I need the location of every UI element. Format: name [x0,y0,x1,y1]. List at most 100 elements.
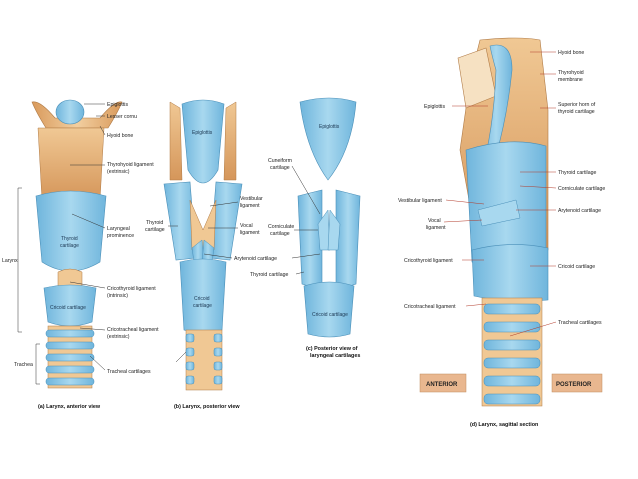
label-epiglottis-d: Epiglottis [424,104,445,110]
caption-b: (b) Larynx, posterior view [174,404,240,410]
thyroid-cartilage-in-label-1: Thyroid [61,236,78,242]
cricoid-cartilage-in-label: Cricoid cartilage [50,305,86,311]
label-thyrohyoid-note: (extrinsic) [107,169,130,175]
label-tracheal-cartilages-ab: Tracheal cartilages [107,369,151,375]
label-hyoid-bone-d: Hyoid bone [558,50,584,56]
panel-a-anterior-view: Thyroid cartilage Cricoid cartilage Epig… [2,99,159,410]
label-cricothyroid-ligament: Cricothyroid ligament [107,286,156,292]
posterior-box [551,373,603,393]
tracheal-ring-d [483,375,541,387]
arytenoid-right-c [327,209,341,251]
label-thyroid-cartilage-b-1: Thyroid [146,220,163,226]
tracheal-ring-b [185,361,195,371]
trachea-bracket [35,343,40,385]
label-vocal-ligament-d-1: Vocal [428,218,441,224]
label-lesser-cornu: Lesser cornu [107,114,137,120]
cricoid-cartilage-a [43,284,97,327]
hyoid-bone-a [31,101,123,129]
caption-a: (a) Larynx, anterior view [38,404,101,410]
caption-c-2: laryngeal cartilages [310,353,360,359]
label-cricotracheal-note: (extrinsic) [107,334,130,340]
cricoid-in-label-b-1: Cricoid [194,296,210,302]
tracheal-ring-a [45,377,95,386]
label-hyoid-bone-a: Hyoid bone [107,133,133,139]
tracheal-ring-b [185,333,195,343]
label-trachea: Trachea [14,362,33,368]
tracheal-ring-d [483,393,541,405]
label-thyroid-cartilage-b-2: cartilage [145,227,165,233]
label-cricoid-cartilage-d: Cricoid cartilage [558,264,595,270]
label-thyroid-cartilage-d: Thyroid cartilage [558,170,596,176]
epiglottis-in-label-c: Epiglottis [319,124,340,130]
tracheal-ring-d [483,339,541,351]
label-posterior: POSTERIOR [556,382,592,388]
tracheal-ring-a [45,353,95,362]
tracheal-ring-d [483,303,541,315]
label-anterior: ANTERIOR [426,382,458,388]
label-epiglottis-a: Epiglottis [107,102,128,108]
thyrohyoid-ligament-a [37,127,105,201]
label-cuneiform-2: cartilage [270,165,290,171]
trachea-d [481,297,543,407]
tracheal-ring-b [213,361,223,371]
label-arytenoid-d: Arytenoid cartilage [558,208,601,214]
tracheal-ring-a [45,365,95,374]
ligaments-b [189,199,217,251]
label-thyrohyoid-ligament: Thyrohyoid ligament [107,162,154,168]
thyroid-cartilage-a [35,190,107,272]
tracheal-ring-b [213,347,223,357]
cricoid-in-label-b-2: cartilage [193,303,212,309]
tracheal-ring-b [185,375,195,385]
tracheal-ring-d [483,321,541,333]
label-superior-horn-2: thyroid cartilage [558,109,595,115]
superior-horn-right-b [223,101,237,181]
label-corniculate-c-1: Corniculate [268,224,294,230]
label-larynx: Larynx [2,258,18,264]
tracheal-ring-b [213,333,223,343]
tracheal-ring-a [45,341,95,350]
label-corniculate-c-2: cartilage [270,231,290,237]
panel-d-sagittal-section: Hyoid bone Thyrohyoid membrane Superior … [398,37,605,428]
panel-c-laryngeal-cartilages: Epiglottis Cricoid cartilage Cuneiform c… [250,97,361,359]
label-cricotracheal-ligament-d: Cricotracheal ligament [404,304,456,310]
larynx-bracket [17,187,22,333]
epiglottis-c [299,97,357,181]
label-superior-horn-1: Superior horn of [558,102,596,108]
label-cricothyroid-note: (intrinsic) [107,293,128,299]
label-corniculate-d: Corniculate cartilage [558,186,605,192]
vocal-ligament-d [477,199,521,227]
tracheal-ring-d [483,357,541,369]
label-thyrohyoid-1: Thyrohyoid [558,70,584,76]
panel-b-posterior-view: Epiglottis Cricoid cartilage Vestibular … [145,99,277,410]
label-tracheal-cartilages-d: Tracheal cartilages [558,320,602,326]
label-laryngeal-prominence-2: prominence [107,233,134,239]
label-vocal-ligament-b-2: ligament [240,230,260,236]
label-cricotracheal-ligament: Cricotracheal ligament [107,327,159,333]
epiglottis-in-label-b: Epiglottis [192,130,213,136]
label-vestibular-ligament-b-1: Vestibular [240,196,263,202]
label-vestibular-ligament-b-2: ligament [240,203,260,209]
label-laryngeal-prominence-1: Laryngeal [107,226,130,232]
label-thyroid-cartilage-c: Thyroid cartilage [250,272,288,278]
label-vestibular-ligament-d: Vestibular ligament [398,198,442,204]
cricoid-cartilage-d [471,244,549,302]
label-cricothyroid-ligament-d: Cricothyroid ligament [404,258,453,264]
epiglottis-a [55,99,85,125]
tracheal-ring-b [185,347,195,357]
tracheal-ring-b [213,375,223,385]
label-vocal-ligament-b-1: Vocal [240,223,253,229]
thyroid-lamina-left-c [297,189,323,291]
superior-horn-left-b [169,101,183,181]
label-thyrohyoid-2: membrane [558,77,583,83]
thyroid-lamina-right-c [335,189,361,291]
tracheal-ring-a [45,329,95,338]
epiglottis-b [181,99,225,184]
label-cuneiform-1: Cuneiform [268,158,292,164]
label-arytenoid-b: Arytenoid cartilage [234,256,277,262]
cricoid-cartilage-c [303,281,355,338]
cricoid-in-label-c: Cricoid cartilage [312,312,348,318]
anterior-box [419,373,467,393]
caption-c-1: (c) Posterior view of [306,346,358,352]
label-vocal-ligament-d-2: ligament [426,225,446,231]
